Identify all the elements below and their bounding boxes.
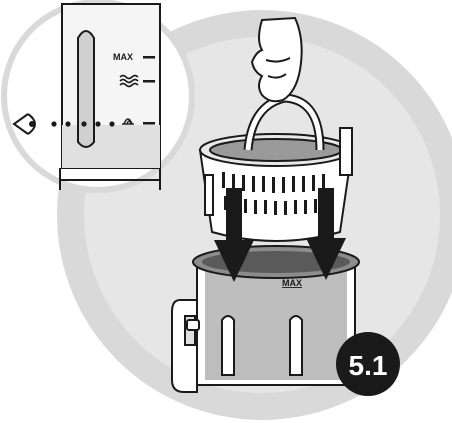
hand-icon <box>252 18 302 101</box>
inset-max-label: MAX <box>113 52 133 62</box>
jug-max-label: MAX <box>282 278 302 288</box>
inset-magnifier <box>4 2 192 190</box>
step-badge-label: 5.1 <box>349 350 388 381</box>
step-badge: 5.1 <box>336 332 400 396</box>
